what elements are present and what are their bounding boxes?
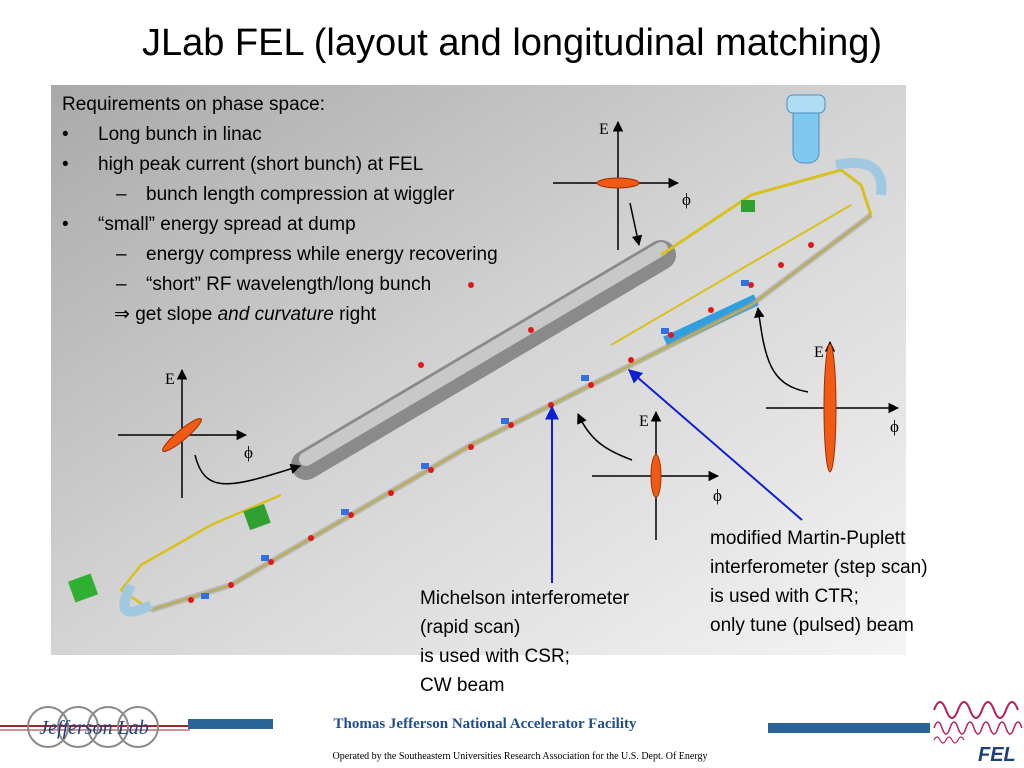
axis-e-arc: E <box>639 413 649 430</box>
footer-divider-right <box>768 723 930 733</box>
axis-phi-arc: ϕ <box>713 486 722 505</box>
bullet-icon: • <box>62 154 69 175</box>
axis-phi-wiggler: ϕ <box>682 190 691 209</box>
requirement-item: •high peak current (short bunch) at FEL <box>62 150 498 180</box>
fel-logo: FEL <box>933 701 1023 766</box>
requirement-subitem: –bunch length compression at wiggler <box>62 180 498 210</box>
axis-e-dump: E <box>814 344 824 361</box>
martin-puplett-note: modified Martin-Puplett interferometer (… <box>710 528 928 636</box>
axis-phi-dump: ϕ <box>890 417 899 436</box>
michelson-note: Michelson interferometer (rapid scan) is… <box>420 588 630 696</box>
implies-icon: ⇒ <box>114 304 130 325</box>
phase-space-wiggler <box>553 120 680 250</box>
requirements-heading: Requirements on phase space: <box>62 94 325 115</box>
jefferson-lab-logo: Jefferson Lab <box>0 706 190 748</box>
dash-icon: – <box>116 244 127 265</box>
bullet-icon: • <box>62 124 69 145</box>
requirements-list: Requirements on phase space: •Long bunch… <box>62 90 498 330</box>
axis-e-wiggler: E <box>599 121 609 138</box>
requirement-item: •Long bunch in linac <box>62 120 498 150</box>
slide-title: JLab FEL (layout and longitudinal matchi… <box>141 22 883 64</box>
bullet-icon: • <box>62 214 69 235</box>
requirement-implication: ⇒ get slope and curvature right <box>114 304 377 325</box>
phase-space-return-arc <box>577 410 720 540</box>
axis-phi-linac: ϕ <box>244 443 253 462</box>
facility-name: Thomas Jefferson National Accelerator Fa… <box>333 716 637 732</box>
phase-space-linac <box>118 368 302 498</box>
footer-divider-left <box>188 719 273 729</box>
svg-text:FEL: FEL <box>978 744 1016 766</box>
requirement-item: •“small” energy spread at dump <box>62 210 498 240</box>
martin-puplett-pointer <box>627 369 803 521</box>
dash-icon: – <box>116 184 127 205</box>
phase-space-dump <box>754 306 900 473</box>
dash-icon: – <box>116 274 127 295</box>
requirement-subitem: –energy compress while energy recovering <box>62 240 498 270</box>
operated-by-text: Operated by the Southeastern Universitie… <box>332 751 708 762</box>
accelerator-layout-image <box>51 85 906 655</box>
svg-text:Jefferson Lab: Jefferson Lab <box>39 717 148 739</box>
requirement-subitem: –“short” RF wavelength/long bunch <box>62 270 498 300</box>
axis-e-linac: E <box>165 371 175 388</box>
